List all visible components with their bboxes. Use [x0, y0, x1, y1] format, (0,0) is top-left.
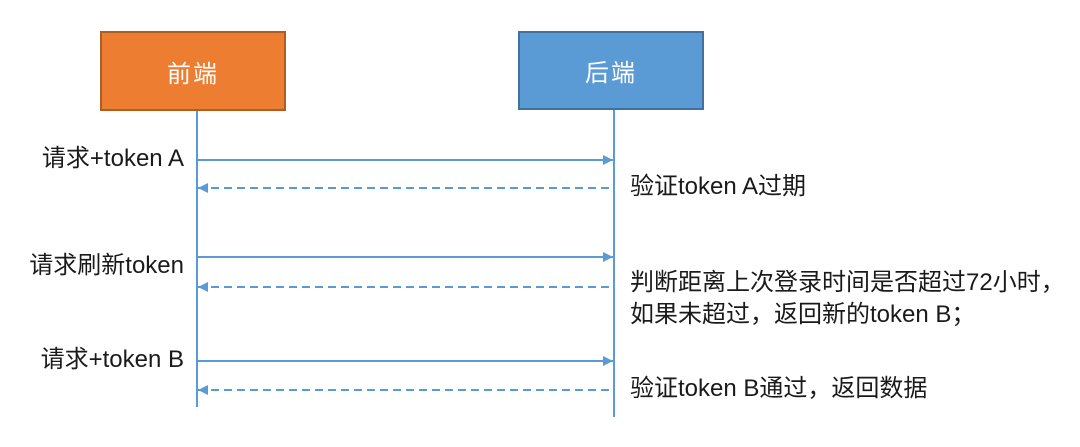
- arrowhead-right-icon: [603, 155, 613, 165]
- response-arrow-2: [198, 282, 613, 292]
- response-label-2-line1: 判断距离上次登录时间是否超过72小时，: [630, 269, 1065, 296]
- response-label-3: 验证token B通过，返回数据: [630, 375, 928, 402]
- request-label-1: 请求+token A: [41, 145, 184, 172]
- response-label-2-line2: 如果未超过，返回新的token B；: [630, 301, 976, 328]
- arrowhead-left-icon: [198, 282, 208, 292]
- arrowhead-right-icon: [603, 356, 613, 366]
- request-arrow-1: [198, 155, 613, 165]
- actor-label-frontend: 前端: [167, 60, 219, 88]
- request-arrow-3: [198, 356, 613, 366]
- response-label-2: 判断距离上次登录时间是否超过72小时， 如果未超过，返回新的token B；: [630, 267, 1065, 331]
- request-arrow-2: [198, 252, 613, 262]
- actor-box-backend: 后端: [518, 31, 704, 110]
- arrowhead-left-icon: [198, 183, 208, 193]
- request-label-3: 请求+token B: [40, 346, 184, 373]
- lifeline-backend: [613, 110, 615, 417]
- response-label-1: 验证token A过期: [630, 173, 807, 200]
- lifeline-frontend: [196, 111, 198, 407]
- arrowhead-left-icon: [198, 385, 208, 395]
- response-arrow-1: [198, 183, 613, 193]
- response-arrow-3: [198, 385, 613, 395]
- actor-box-frontend: 前端: [100, 31, 286, 111]
- actor-label-backend: 后端: [585, 60, 637, 87]
- request-label-2: 请求刷新token: [29, 252, 184, 279]
- arrowhead-right-icon: [603, 252, 613, 262]
